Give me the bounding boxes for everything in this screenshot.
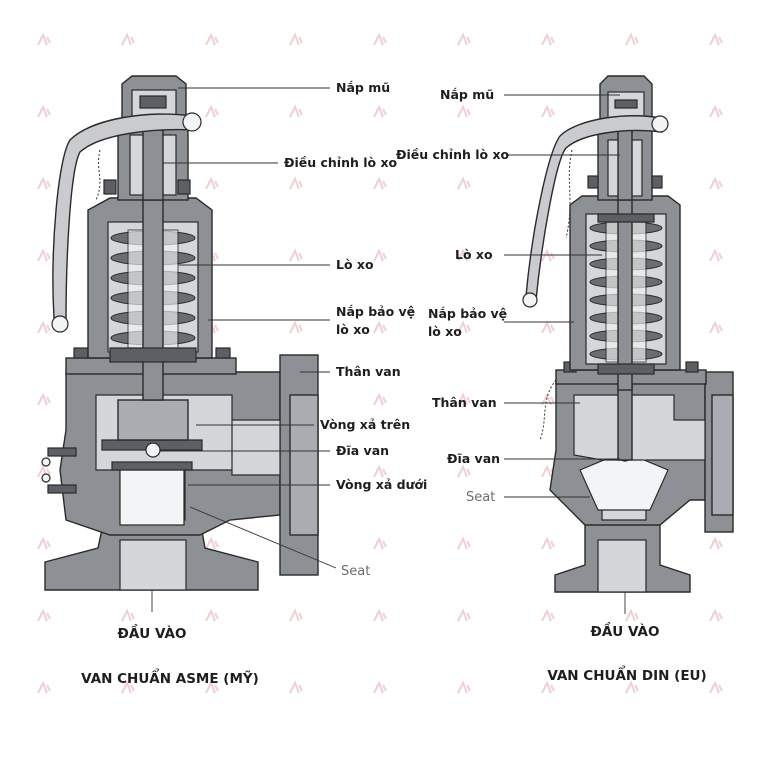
watermark-mark (457, 32, 471, 46)
watermark-mark (373, 464, 387, 478)
watermark-mark (205, 680, 219, 694)
watermark-mark (541, 104, 555, 118)
asme-label-lower-ring: Vòng xả dưới (336, 477, 427, 492)
watermark-mark (373, 680, 387, 694)
watermark-mark (373, 176, 387, 190)
watermark-mark (289, 248, 303, 262)
asme-valve-drawing (41, 75, 319, 591)
din-label-seat: Seat (466, 490, 495, 505)
watermark-mark (37, 248, 51, 262)
watermark-mark (541, 32, 555, 46)
watermark-mark (457, 536, 471, 550)
watermark-mark (625, 608, 639, 622)
watermark-mark (373, 536, 387, 550)
asme-label-spring-cover-1: Nắp bảo vệ (336, 304, 415, 319)
asme-label-spring-cover-2: lò xo (336, 322, 370, 337)
watermark-mark (541, 680, 555, 694)
watermark-mark (37, 320, 51, 334)
watermark-mark (37, 680, 51, 694)
watermark-mark (709, 608, 723, 622)
din-inlet-label: ĐẦU VÀO (591, 621, 660, 640)
watermark-mark (289, 32, 303, 46)
watermark-mark (541, 608, 555, 622)
watermark-mark (709, 104, 723, 118)
watermark-mark (457, 608, 471, 622)
watermark-mark (205, 176, 219, 190)
asme-label-upper-ring: Vòng xả trên (320, 417, 410, 432)
watermark-mark (457, 104, 471, 118)
watermark-mark (373, 320, 387, 334)
watermark-mark (625, 32, 639, 46)
watermark-mark (205, 536, 219, 550)
asme-label-spring: Lò xo (336, 257, 374, 272)
watermark-mark (205, 608, 219, 622)
watermark-mark (457, 464, 471, 478)
din-caption: VAN CHUẨN DIN (EU) (547, 664, 706, 684)
asme-labels: Nắp mũ Điều chỉnh lò xo Lò xo Nắp bảo vệ… (81, 80, 427, 687)
watermark-mark (373, 104, 387, 118)
watermark-mark (289, 680, 303, 694)
din-labels: Nắp mũ Điều chỉnh lò xo Lò xo Nắp bảo vệ… (396, 87, 707, 684)
watermark-mark (373, 608, 387, 622)
din-label-spring-cover-1: Nắp bảo vệ (428, 306, 507, 321)
watermark-mark (457, 392, 471, 406)
watermark-mark (457, 680, 471, 694)
asme-inlet-label: ĐẦU VÀO (118, 623, 187, 642)
asme-label-seat: Seat (341, 564, 370, 579)
watermark-mark (121, 680, 135, 694)
watermark-mark (37, 32, 51, 46)
din-label-spring: Lò xo (455, 247, 493, 262)
asme-label-disc: Đĩa van (336, 443, 389, 458)
asme-label-cap: Nắp mũ (336, 80, 390, 95)
watermark-mark (205, 32, 219, 46)
watermark-mark (709, 176, 723, 190)
din-label-disc: Đĩa van (447, 451, 500, 466)
din-valve-drawing (522, 75, 734, 593)
din-label-spring-cover-2: lò xo (428, 324, 462, 339)
watermark-mark (289, 176, 303, 190)
watermark-mark (121, 32, 135, 46)
watermark-mark (709, 320, 723, 334)
watermark-mark (709, 536, 723, 550)
watermark-mark (457, 320, 471, 334)
watermark-mark (373, 248, 387, 262)
watermark-mark (289, 320, 303, 334)
asme-caption: VAN CHUẨN ASME (MỸ) (81, 667, 259, 687)
watermark-mark (37, 104, 51, 118)
watermark-mark (37, 536, 51, 550)
watermark-mark (373, 392, 387, 406)
watermark-mark (37, 176, 51, 190)
din-label-spring-adjust: Điều chỉnh lò xo (396, 147, 510, 162)
watermark-mark (457, 176, 471, 190)
watermark-mark (709, 248, 723, 262)
watermark-mark (457, 248, 471, 262)
watermark-mark (541, 248, 555, 262)
asme-label-body: Thân van (336, 364, 401, 379)
watermark-mark (289, 608, 303, 622)
watermark-mark (709, 680, 723, 694)
watermark-mark (37, 608, 51, 622)
watermark-mark (205, 104, 219, 118)
watermark-mark (541, 320, 555, 334)
watermark-mark (373, 32, 387, 46)
watermark-mark (541, 536, 555, 550)
watermark-mark (709, 32, 723, 46)
din-label-cap: Nắp mũ (440, 87, 494, 102)
watermark-mark (121, 608, 135, 622)
watermark-mark (625, 680, 639, 694)
watermark-mark (37, 392, 51, 406)
watermark-mark (541, 392, 555, 406)
leader-lines (151, 87, 626, 614)
watermark-mark (289, 104, 303, 118)
asme-label-spring-adjust: Điều chỉnh lò xo (284, 155, 398, 170)
din-label-body: Thân van (432, 395, 497, 410)
